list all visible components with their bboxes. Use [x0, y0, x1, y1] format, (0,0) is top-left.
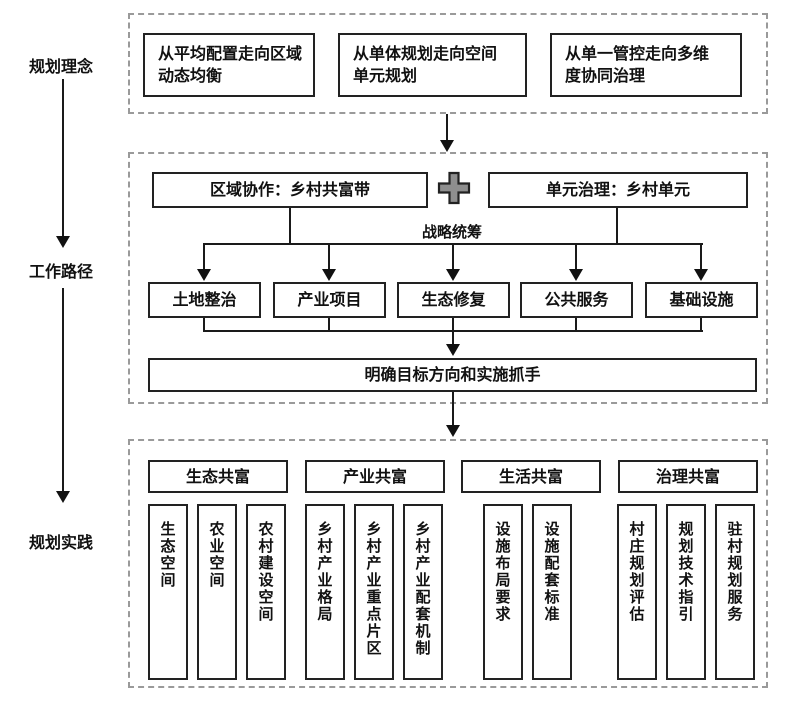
practice-item-label: 生态空间 — [158, 521, 177, 589]
practice-item-label: 乡村产业配套机制 — [413, 521, 432, 657]
arrow-down-icon — [322, 269, 336, 281]
concept-section-frame — [128, 13, 768, 114]
task-box-ecology: 生态修复 — [397, 282, 510, 318]
task-box-land: 土地整治 — [148, 282, 261, 318]
practice-item-box: 设施配套标准 — [532, 504, 572, 680]
arrow-down-icon — [56, 491, 70, 503]
practice-item-box: 乡村产业格局 — [305, 504, 345, 680]
arrow-down-icon — [440, 140, 454, 152]
connector-line — [203, 243, 703, 245]
connector-line — [575, 318, 577, 330]
concept-box-1-line1: 从平均配置走向区域 — [158, 44, 303, 64]
practice-item-box: 乡村产业配套机制 — [403, 504, 443, 680]
connector-line — [575, 245, 577, 269]
practice-item-box: 农村建设空间 — [246, 504, 286, 680]
practice-item-box: 驻村规划服务 — [715, 504, 755, 680]
connector-line — [328, 318, 330, 330]
concept-box-2: 从单体规划走向空间 单元规划 — [338, 33, 527, 97]
practice-item-label: 驻村规划服务 — [725, 521, 744, 623]
practice-item-label: 设施布局要求 — [493, 521, 512, 623]
practice-item-box: 规划技术指引 — [666, 504, 706, 680]
practice-item-box: 设施布局要求 — [483, 504, 523, 680]
connector-line — [203, 318, 205, 330]
concept-box-3-line1: 从单一管控走向多维 — [565, 44, 710, 64]
practice-section-frame — [128, 439, 768, 688]
arrow-down-icon — [569, 269, 583, 281]
goal-box: 明确目标方向和实施抓手 — [148, 358, 757, 392]
connector-line — [328, 245, 330, 269]
concept-box-2-line1: 从单体规划走向空间 — [353, 44, 498, 64]
rail-connector-line-2 — [62, 288, 64, 491]
practice-item-box: 农业空间 — [197, 504, 237, 680]
connector-line — [452, 318, 454, 344]
connector-line — [700, 318, 702, 330]
rail-label-concept: 规划理念 — [29, 57, 94, 76]
connector-line — [616, 208, 618, 245]
connector-line — [452, 245, 454, 269]
practice-item-box: 乡村产业重点片区 — [354, 504, 394, 680]
practice-item-box: 生态空间 — [148, 504, 188, 680]
arrow-down-icon — [446, 344, 460, 356]
arrow-down-icon — [694, 269, 708, 281]
practice-header-life: 生活共富 — [461, 460, 601, 493]
workpath-section-frame — [128, 152, 768, 404]
practice-item-box: 村庄规划评估 — [617, 504, 657, 680]
strategy-label: 战略统筹 — [421, 223, 482, 241]
concept-box-1-line2: 动态均衡 — [158, 66, 223, 85]
practice-item-label: 乡村产业格局 — [315, 521, 334, 623]
arrow-down-icon — [197, 269, 211, 281]
practice-item-label: 村庄规划评估 — [627, 521, 646, 623]
rail-connector-line-1 — [62, 79, 64, 236]
connector-line — [700, 245, 702, 269]
practice-item-label: 乡村产业重点片区 — [364, 521, 383, 657]
unit-governance-box: 单元治理：乡村单元 — [488, 172, 748, 208]
section-connector-line — [446, 114, 448, 140]
region-collaboration-box: 区域协作：乡村共富带 — [152, 172, 428, 208]
arrow-down-icon — [446, 269, 460, 281]
concept-box-3: 从单一管控走向多维 度协同治理 — [550, 33, 742, 97]
practice-header-industry: 产业共富 — [305, 460, 445, 493]
practice-item-label: 农业空间 — [207, 521, 226, 589]
arrow-down-icon — [56, 236, 70, 248]
concept-box-2-line2: 单元规划 — [353, 66, 418, 85]
arrow-down-icon — [446, 425, 460, 437]
rail-label-practice: 规划实践 — [29, 533, 94, 552]
practice-item-label: 农村建设空间 — [256, 521, 275, 623]
connector-line — [289, 208, 291, 245]
task-box-public-service: 公共服务 — [520, 282, 633, 318]
plus-icon — [437, 171, 471, 205]
task-box-industry: 产业项目 — [273, 282, 386, 318]
rail-label-path: 工作路径 — [29, 262, 94, 281]
connector-line — [203, 245, 205, 269]
concept-box-1: 从平均配置走向区域 动态均衡 — [143, 33, 315, 97]
concept-box-3-line2: 度协同治理 — [565, 66, 646, 85]
practice-item-label: 设施配套标准 — [542, 521, 561, 623]
practice-header-governance: 治理共富 — [618, 460, 758, 493]
task-box-infrastructure: 基础设施 — [645, 282, 758, 318]
practice-header-ecology: 生态共富 — [148, 460, 288, 493]
section-connector-line — [452, 392, 454, 425]
practice-item-label: 规划技术指引 — [676, 521, 695, 623]
